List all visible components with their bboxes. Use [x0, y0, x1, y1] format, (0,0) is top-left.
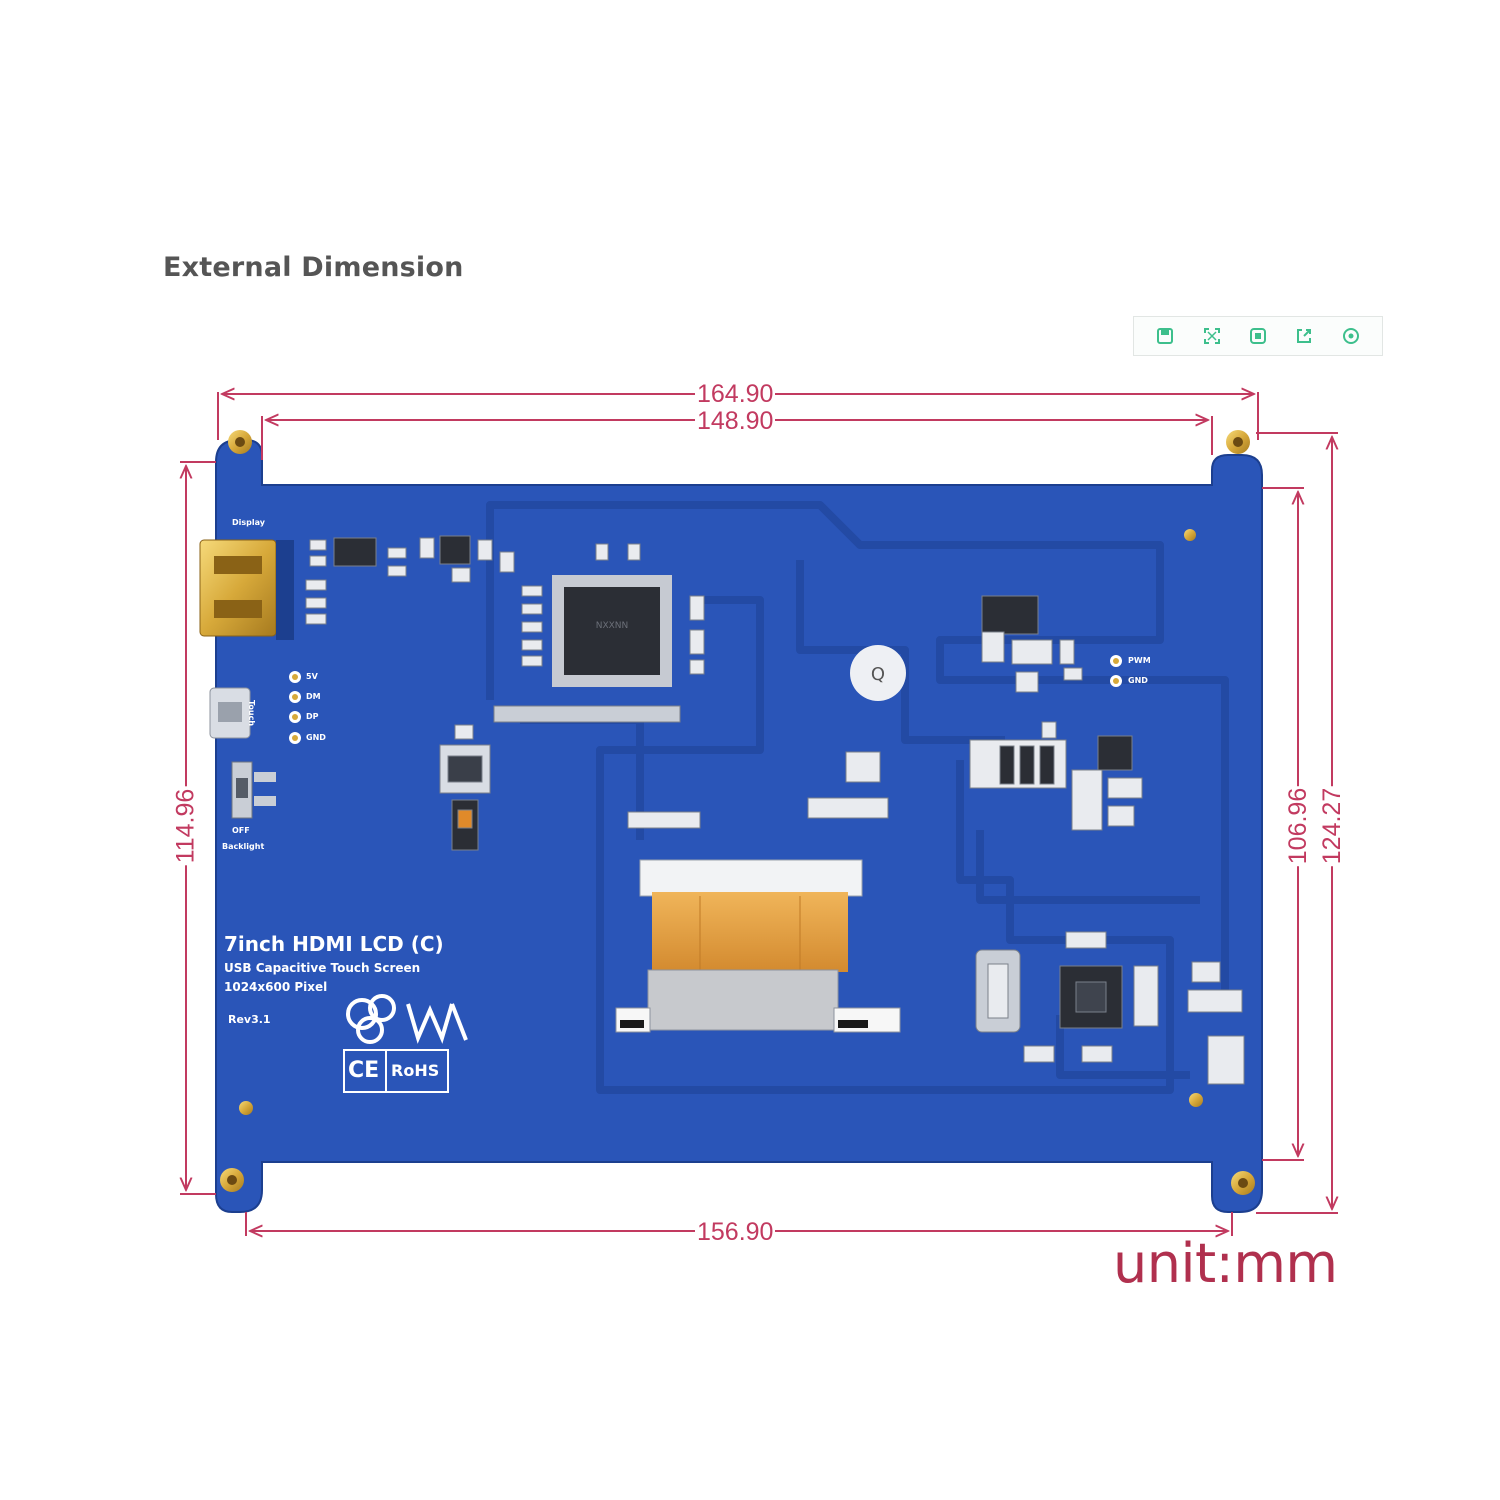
hdmi-port: [199, 539, 294, 640]
copy-button[interactable]: [1246, 324, 1270, 348]
pwm-pin-header: [1110, 655, 1122, 687]
board-subtitle: USB Capacitive Touch Screen: [224, 961, 421, 975]
qc-sticker: Q: [850, 645, 906, 701]
smd-components: [305, 535, 1245, 1085]
ce-mark: CE: [348, 1058, 380, 1083]
touch-pin-header: [289, 671, 301, 744]
fpc-connector: [615, 859, 901, 1033]
settings-icon: [1342, 328, 1359, 344]
mounting-screws: [220, 430, 1255, 1195]
dim-bottom-width: 156.90: [695, 1218, 776, 1246]
svg-text:Q: Q: [871, 664, 885, 685]
rohs-mark: RoHS: [391, 1061, 440, 1080]
label-touch-port: Touch: [247, 700, 256, 727]
board-revision: Rev3.1: [228, 1013, 271, 1026]
label-pin-gnd-right: GND: [1128, 676, 1148, 685]
backlight-switch: [231, 761, 276, 819]
fullscreen-icon: [1203, 328, 1220, 344]
dim-right-outer-height: 124.27: [1318, 785, 1347, 867]
dim-left-height: 114.96: [171, 786, 200, 866]
label-switch-backlight: Backlight: [222, 842, 265, 851]
label-pin-gnd: GND: [306, 733, 326, 742]
save-button[interactable]: [1153, 324, 1177, 348]
svg-text:NXXNN: NXXNN: [596, 621, 629, 631]
copy-icon: [1249, 328, 1266, 344]
dim-overall-width: 164.90: [695, 380, 776, 408]
image-toolbar: [1133, 316, 1383, 356]
waveshare-logo: [346, 994, 468, 1044]
label-pin-dp: DP: [306, 712, 319, 721]
dim-inner-width: 148.90: [695, 407, 776, 435]
save-icon: [1157, 328, 1174, 344]
dim-right-inner-height: 106.96: [1284, 785, 1313, 867]
settings-button[interactable]: [1339, 324, 1363, 348]
certification-marks: [343, 1049, 449, 1093]
board-title: 7inch HDMI LCD (C): [224, 932, 444, 956]
fullscreen-button[interactable]: [1200, 324, 1224, 348]
pcb-board: NXXNN: [199, 430, 1263, 1213]
main-ic-chip: NXXNN: [552, 575, 672, 687]
label-pin-dm: DM: [306, 692, 321, 701]
micro-usb-port: [209, 687, 251, 739]
label-pin-5v: 5V: [306, 672, 318, 681]
label-pin-pwm: PWM: [1128, 656, 1151, 665]
page-heading: External Dimension: [163, 252, 464, 283]
unit-label: unit:mm: [1113, 1232, 1338, 1295]
share-icon: [1297, 329, 1312, 343]
label-switch-off: OFF: [232, 826, 250, 835]
share-button[interactable]: [1292, 324, 1316, 348]
board-resolution: 1024x600 Pixel: [224, 980, 328, 994]
label-display-port: Display: [232, 518, 265, 527]
